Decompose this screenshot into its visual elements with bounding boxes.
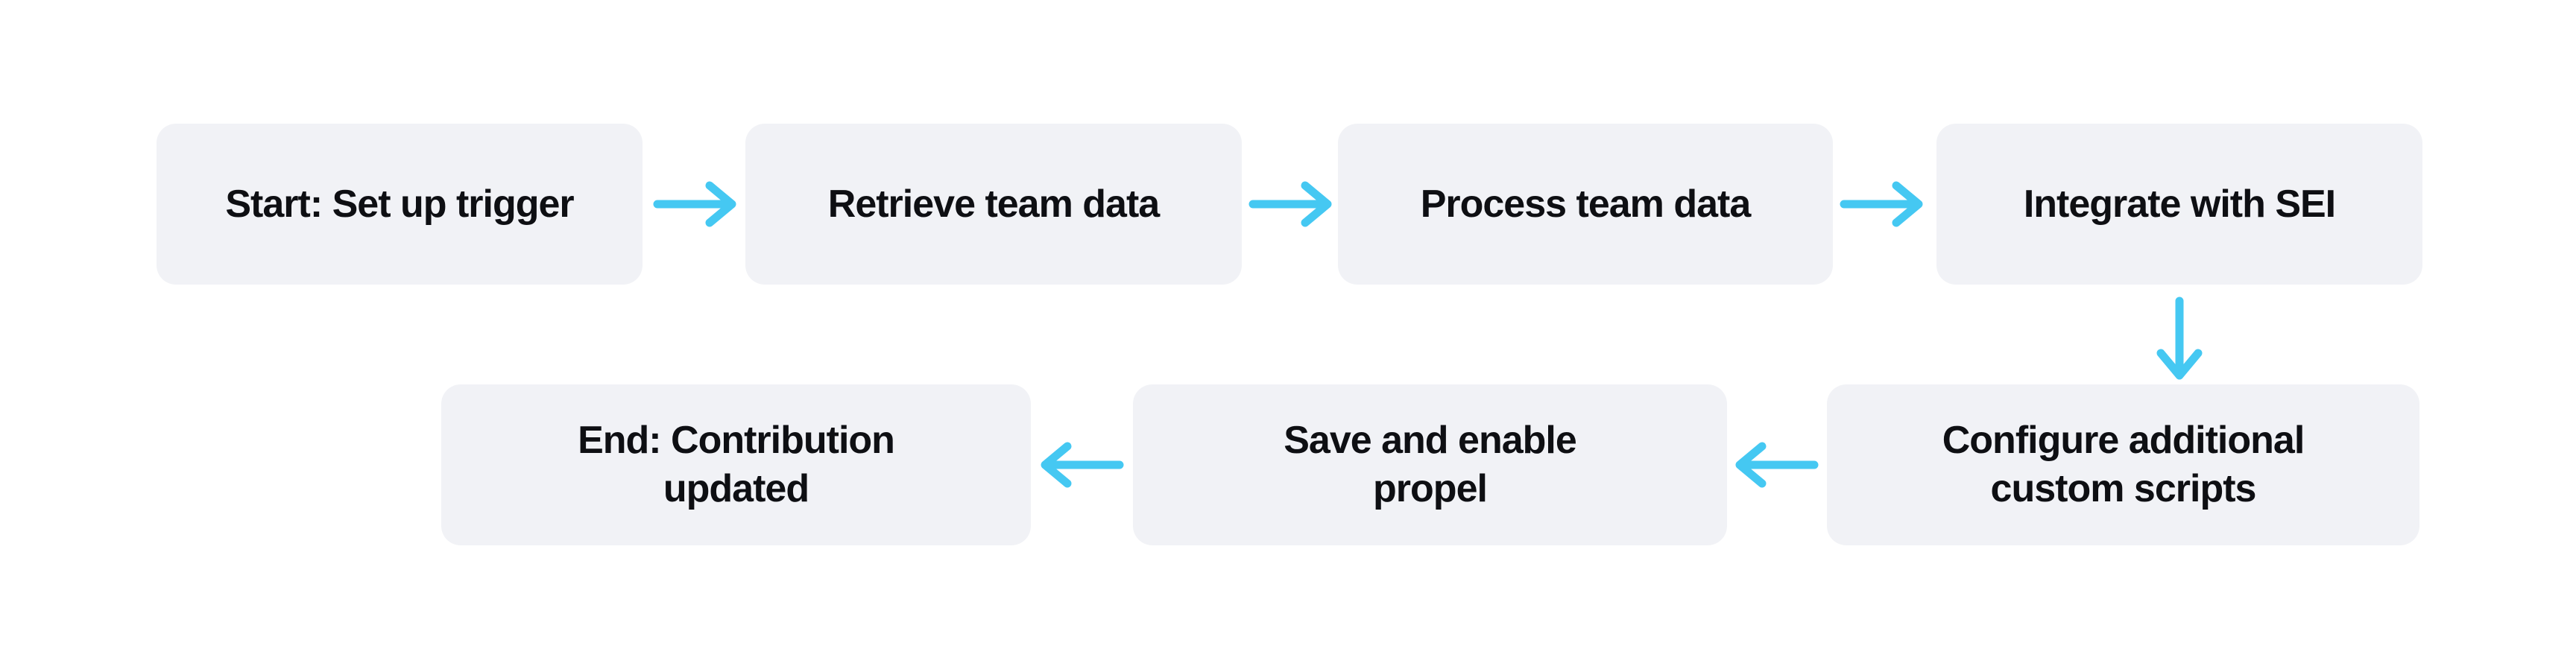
flow-node-end: End: Contribution updated <box>441 384 1031 545</box>
flow-node-label: Retrieve team data <box>827 182 1160 226</box>
flow-node-save-enable-propel: Save and enable propel <box>1133 384 1727 545</box>
flow-node-label: Save and enable propel <box>1284 419 1577 510</box>
flow-node-label: Integrate with SEI <box>2023 182 2336 226</box>
flow-node-retrieve-team-data: Retrieve team data <box>745 124 1242 285</box>
arrow-retrieve-to-process-icon <box>1248 181 1332 227</box>
flow-node-label: Process team data <box>1420 182 1752 226</box>
arrow-integrate-to-configure-icon <box>2156 297 2203 380</box>
flow-node-label: Start: Set up trigger <box>225 182 574 226</box>
flow-node-integrate-with-sei: Integrate with SEI <box>1936 124 2422 285</box>
arrow-start-to-retrieve-icon <box>653 181 736 227</box>
arrow-process-to-integrate-icon <box>1840 181 1923 227</box>
arrow-save-to-end-icon <box>1041 442 1124 488</box>
flow-node-label: Configure additional custom scripts <box>1942 419 2305 510</box>
flow-node-configure-custom-scripts: Configure additional custom scripts <box>1827 384 2419 545</box>
arrow-configure-to-save-icon <box>1735 442 1819 488</box>
flow-node-process-team-data: Process team data <box>1338 124 1833 285</box>
flow-node-start: Start: Set up trigger <box>157 124 643 285</box>
flow-node-label: End: Contribution updated <box>578 419 895 510</box>
